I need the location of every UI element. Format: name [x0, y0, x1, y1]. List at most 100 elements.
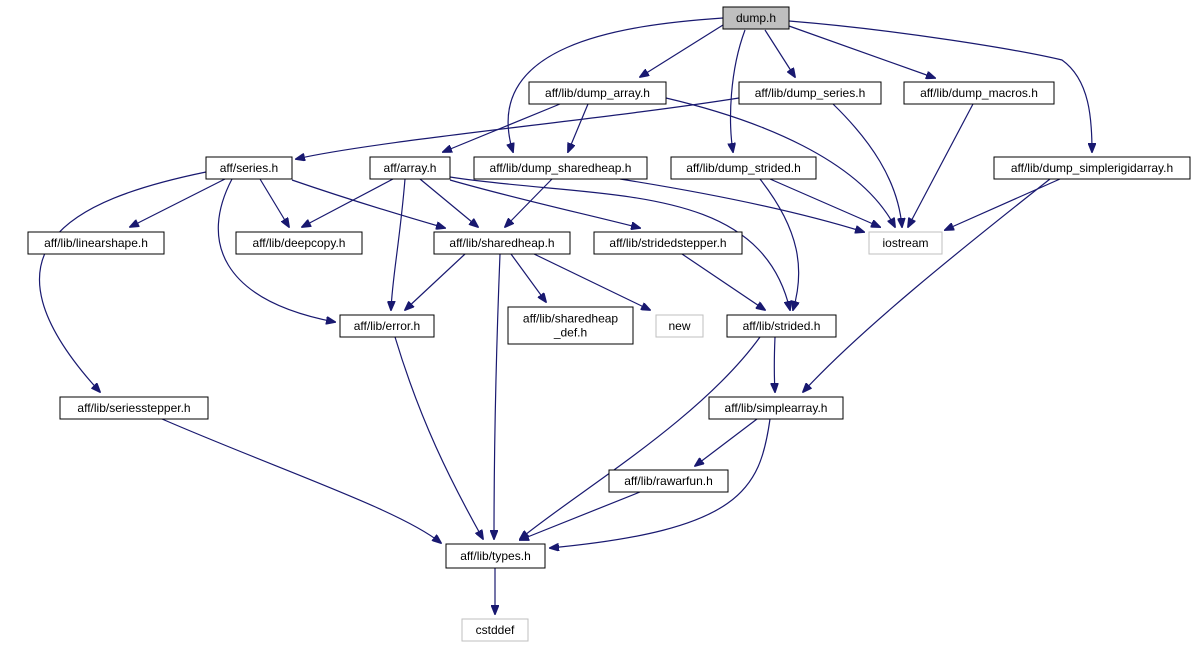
node-label: cstddef [476, 623, 515, 637]
node-label: aff/lib/dump_sharedheap.h [490, 161, 632, 175]
edge-dump_series-to-series [296, 97, 740, 159]
node-sharedheap[interactable]: aff/lib/sharedheap.h [433, 231, 571, 255]
node-label: aff/lib/dump_strided.h [686, 161, 801, 175]
node-box [369, 156, 451, 180]
node-dump-h[interactable]: dump.h [722, 6, 790, 30]
node-box [726, 314, 837, 338]
node-linearshape[interactable]: aff/lib/linearshape.h [27, 231, 165, 255]
edge-array-to-sharedheap [419, 178, 478, 227]
node-dump-simplerigid[interactable]: aff/lib/dump_simplerigidarray.h [993, 156, 1191, 180]
node-box [868, 231, 943, 255]
edge-error-to-types [394, 336, 483, 539]
nodes-layer: dump.h aff/lib/dump_array.h aff/lib/dump_s… [27, 6, 1191, 642]
node-box [507, 306, 634, 345]
node-error[interactable]: aff/lib/error.h [339, 314, 435, 338]
node-rawarfun[interactable]: aff/lib/rawarfun.h [608, 469, 729, 493]
node-label: aff/lib/types.h [460, 549, 531, 563]
node-dump-strided[interactable]: aff/lib/dump_strided.h [670, 156, 817, 180]
edge-dump_h-to-dump_array [640, 24, 724, 77]
node-box [903, 81, 1055, 105]
node-label: _def.h [553, 326, 587, 340]
node-label: aff/lib/dump_series.h [755, 86, 866, 100]
node-box [670, 156, 817, 180]
edge-dump_sharedheap-to-sharedheap [505, 178, 553, 227]
edge-sharedheap-to-new [533, 253, 650, 310]
node-seriesstepper[interactable]: aff/lib/seriesstepper.h [59, 396, 209, 420]
node-label: aff/lib/simplearray.h [725, 401, 828, 415]
edge-sharedheap-to-types [494, 253, 501, 539]
node-box [993, 156, 1191, 180]
node-box [655, 314, 704, 338]
edge-strided-to-types [520, 336, 761, 539]
node-label: aff/lib/rawarfun.h [624, 474, 713, 488]
edge-simplearray-to-rawarfun [695, 418, 758, 466]
edge-dump_simplerigid-to-simplearray [803, 178, 1051, 392]
node-cstddef: cstddef [461, 618, 529, 642]
edge-dump_h-to-dump_sharedheap [508, 17, 724, 152]
node-box [27, 231, 165, 255]
edge-dump_macros-to-iostream [908, 103, 974, 227]
node-dump-macros[interactable]: aff/lib/dump_macros.h [903, 81, 1055, 105]
node-box [445, 543, 546, 569]
edge-dump_strided-to-strided [759, 178, 799, 310]
edge-series-to-sharedheap [291, 179, 445, 228]
edge-rawarfun-to-types [520, 491, 641, 540]
edge-dump_array-to-dump_sharedheap [568, 103, 589, 152]
node-stridedstepper[interactable]: aff/lib/stridedstepper.h [593, 231, 743, 255]
node-box [708, 396, 844, 420]
node-label: aff/lib/sharedheap.h [449, 236, 554, 250]
node-label: aff/lib/sharedheap [523, 312, 619, 326]
node-label: aff/lib/dump_array.h [545, 86, 650, 100]
node-box [235, 231, 363, 255]
node-dump-sharedheap[interactable]: aff/lib/dump_sharedheap.h [473, 156, 648, 180]
node-types[interactable]: aff/lib/types.h [445, 543, 546, 569]
node-label: aff/lib/error.h [354, 319, 420, 333]
edge-dump_h-to-dump_series [764, 29, 795, 77]
node-label: aff/lib/stridedstepper.h [609, 236, 726, 250]
edge-array-to-error [391, 178, 406, 310]
edge-dump_h-to-dump_strided [731, 29, 746, 152]
node-box [473, 156, 648, 180]
edge-series-to-seriesstepper [38, 171, 207, 392]
edge-simplearray-to-types [550, 418, 771, 548]
node-array[interactable]: aff/array.h [369, 156, 451, 180]
node-box [593, 231, 743, 255]
node-label: dump.h [736, 11, 776, 25]
edge-dump_array-to-array [443, 103, 561, 152]
node-label: new [668, 319, 690, 333]
node-label: aff/array.h [384, 161, 437, 175]
node-box [608, 469, 729, 493]
node-box [59, 396, 209, 420]
edge-dump_array-to-iostream [665, 97, 895, 227]
edge-seriesstepper-to-types [161, 418, 441, 543]
node-label: aff/lib/seriesstepper.h [77, 401, 190, 415]
node-strided[interactable]: aff/lib/strided.h [726, 314, 837, 338]
edge-series-to-error [217, 178, 335, 322]
edge-strided-to-simplearray [774, 336, 775, 392]
node-series[interactable]: aff/series.h [205, 156, 293, 180]
node-simplearray[interactable]: aff/lib/simplearray.h [708, 396, 844, 420]
node-box [738, 81, 882, 105]
node-deepcopy[interactable]: aff/lib/deepcopy.h [235, 231, 363, 255]
node-new: new [655, 314, 704, 338]
node-label: aff/lib/strided.h [743, 319, 821, 333]
edge-dump_simplerigid-to-iostream [945, 178, 1061, 230]
edge-dump_h-to-dump_simplerigid [788, 20, 1092, 152]
edge-dump_sharedheap-to-iostream [619, 178, 864, 232]
node-label: aff/lib/dump_simplerigidarray.h [1011, 161, 1173, 175]
edge-stridedstepper-to-strided [681, 253, 765, 310]
node-label: aff/series.h [220, 161, 278, 175]
node-label: aff/lib/dump_macros.h [920, 86, 1038, 100]
edge-dump_strided-to-iostream [769, 178, 880, 227]
edge-array-to-stridedstepper [449, 179, 640, 228]
node-box [339, 314, 435, 338]
node-sharedheap-def[interactable]: aff/lib/sharedheap_def.h [507, 306, 634, 345]
node-dump-series[interactable]: aff/lib/dump_series.h [738, 81, 882, 105]
edge-series-to-linearshape [130, 178, 226, 227]
edge-array-to-strided [449, 176, 790, 310]
node-dump-array[interactable]: aff/lib/dump_array.h [528, 81, 667, 105]
node-box [722, 6, 790, 30]
edge-series-to-deepcopy [259, 178, 289, 227]
node-label: aff/lib/linearshape.h [44, 236, 148, 250]
edge-dump_series-to-iostream [832, 103, 902, 227]
